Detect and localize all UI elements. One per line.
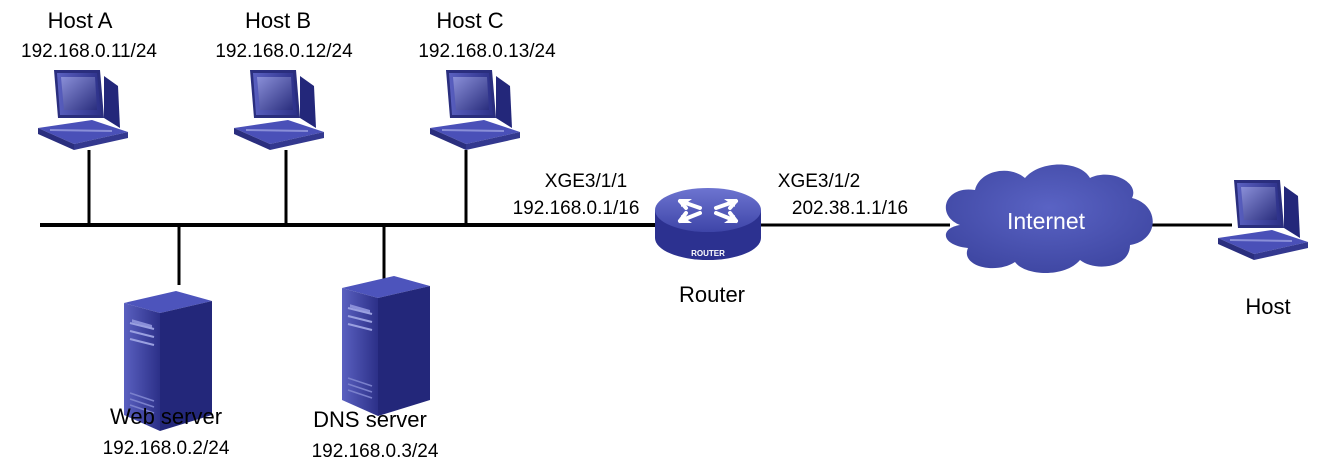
web-server-name: Web server [109,404,223,429]
router-right-interface-ip: 202.38.1.1/16 [791,198,909,219]
router-left-interface-name: XGE3/1/1 [544,171,628,192]
dns-server-ip: 192.168.0.3/24 [311,441,439,462]
host-b-pc-icon [233,69,325,151]
host-a-pc-icon [37,69,129,151]
host-b-ip: 192.168.0.12/24 [215,41,353,62]
host-a-ip: 192.168.0.11/24 [21,41,157,62]
router-icon: ROUTER [655,188,761,260]
web-server-ip: 192.168.0.2/24 [102,438,230,459]
host-b-name: Host B [244,8,312,33]
dns-server-name: DNS server [313,407,427,432]
host-c-pc-icon [429,69,521,151]
host-a-name: Host A [47,8,113,33]
router-badge: ROUTER [691,249,725,258]
internet-cloud-icon [945,164,1153,273]
host-c-name: Host C [436,8,504,33]
remote-host-pc-icon [1217,179,1309,261]
remote-host-name: Host [1245,294,1291,319]
router-name: Router [678,282,746,307]
dns-server-icon [341,275,431,417]
router-right-interface-name: XGE3/1/2 [777,171,861,192]
router-left-interface-ip: 192.168.0.1/16 [512,198,640,219]
internet-label: Internet [1007,208,1085,234]
host-c-ip: 192.168.0.13/24 [418,41,556,62]
